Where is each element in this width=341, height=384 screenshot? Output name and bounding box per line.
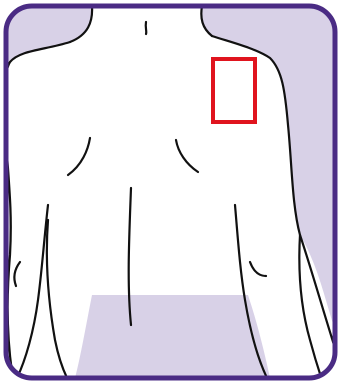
neck-mark — [146, 22, 147, 34]
